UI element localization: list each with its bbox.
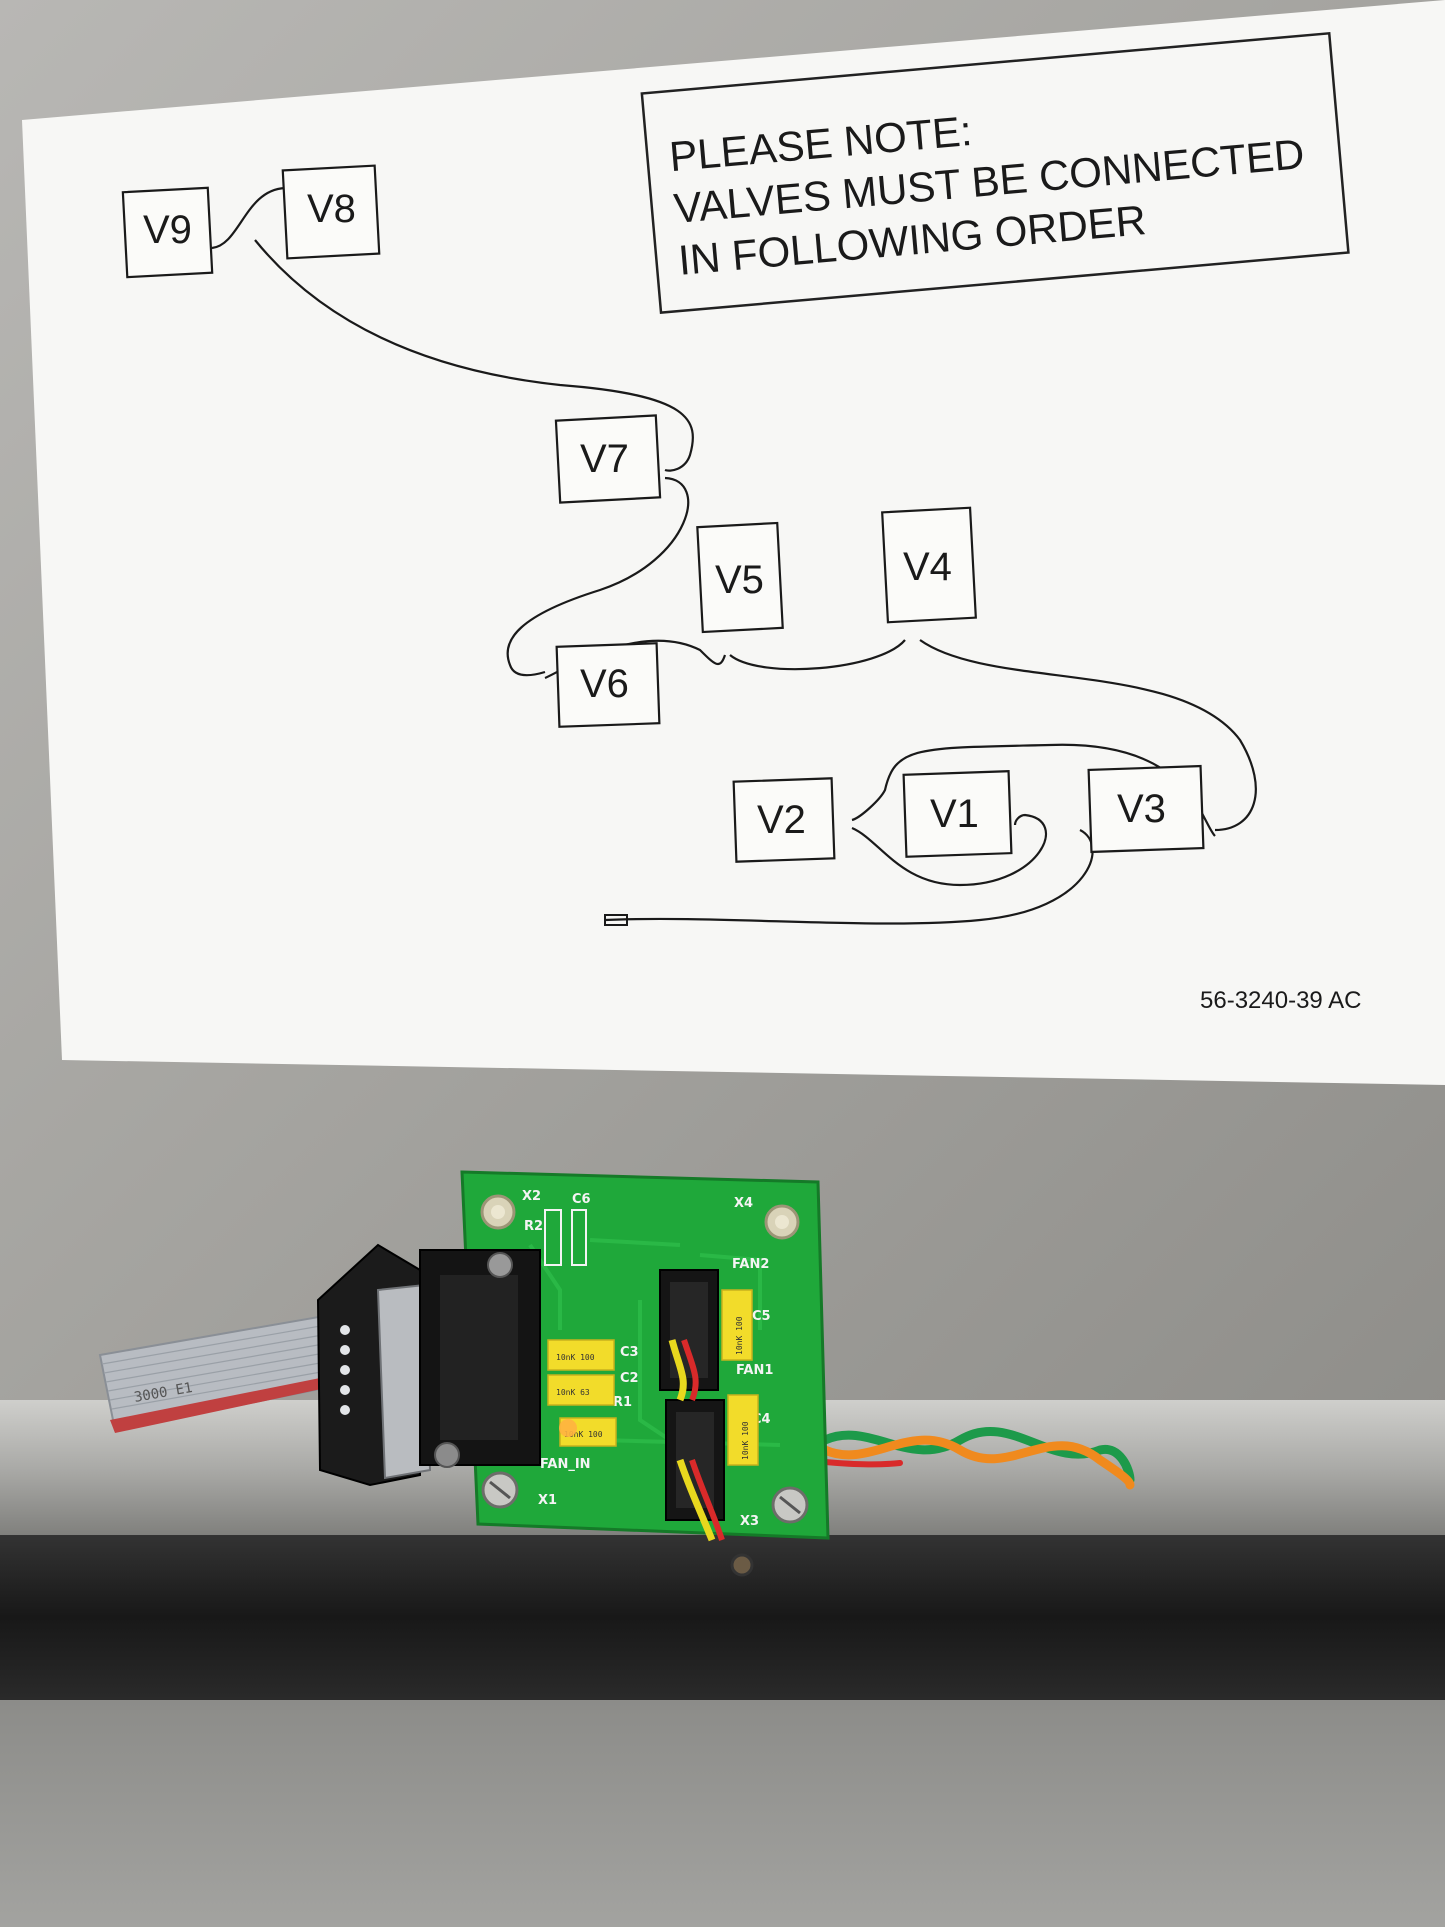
pcb-label-c6: C6 [572,1192,591,1207]
mounting-holes [480,1194,809,1524]
pcb-label-x1: X1 [538,1493,557,1508]
pcb-label-fan-in: FAN_IN [540,1457,591,1472]
capacitor-c4-mark: 10nK 100 [741,1421,750,1460]
svg-text:V4: V4 [903,545,952,589]
cable-end-plug [604,914,628,926]
pcb-label-r2: R2 [524,1219,543,1234]
svg-text:V9: V9 [143,208,192,252]
valve-v7: V7 [554,414,662,504]
fan-connectors [659,1269,725,1542]
pcb-label-x2: X2 [522,1189,541,1204]
rubber-seal [0,1535,1445,1700]
pcb-label-x4: X4 [734,1196,753,1211]
doc-number: 56-3240-39 AC [1200,987,1361,1014]
svg-text:V7: V7 [580,437,629,481]
valve-v2: V2 [732,777,836,863]
svg-text:V5: V5 [715,558,764,602]
pcb-label-c5: C5 [752,1309,771,1324]
pcb-board: X2 C6 R2 X4 FAN2 C5 FAN1 C4 C3 C2 R1 FAN… [460,1170,830,1542]
valve-v5: V5 [696,521,784,634]
capacitor-c5-mark: 10nK 100 [735,1316,744,1355]
status-led [559,1419,577,1437]
ribbon-cable: 3000 E1 [98,1313,342,1433]
svg-text:V1: V1 [930,792,979,836]
lower-panel [0,1700,1445,1927]
svg-text:V6: V6 [580,662,629,706]
pcb-label-fan1: FAN1 [736,1363,773,1378]
svg-text:V3: V3 [1117,787,1166,831]
pcb-label-x3: X3 [740,1514,759,1529]
pcb-label-c3: C3 [620,1345,639,1360]
svg-text:V8: V8 [307,187,356,231]
valve-v4: V4 [881,506,977,624]
valve-v8: V8 [281,164,381,260]
rail-rivet [730,1553,754,1577]
twisted-wires [820,1426,1135,1490]
valve-v6: V6 [555,642,661,728]
db9-connector [316,1243,541,1487]
pcb-label-c2: C2 [620,1371,639,1386]
capacitors: 10nK 100 10nK 63 10nK 100 10nK 100 10nK … [547,1289,759,1466]
capacitor-r1-mark: 10nK 100 [564,1430,603,1439]
capacitor-c3-mark: 10nK 100 [556,1353,595,1362]
valve-v1: V1 [902,770,1013,858]
valve-v9: V9 [121,186,214,279]
svg-text:V2: V2 [757,798,806,842]
valve-v3: V3 [1087,764,1205,854]
capacitor-c2-mark: 10nK 63 [556,1388,590,1397]
pcb-label-r1: R1 [613,1395,632,1410]
valve-boxes: V9 V8 V7 V5 V4 V6 V2 V1 [121,164,1205,863]
pcb-label-fan2: FAN2 [732,1257,769,1272]
